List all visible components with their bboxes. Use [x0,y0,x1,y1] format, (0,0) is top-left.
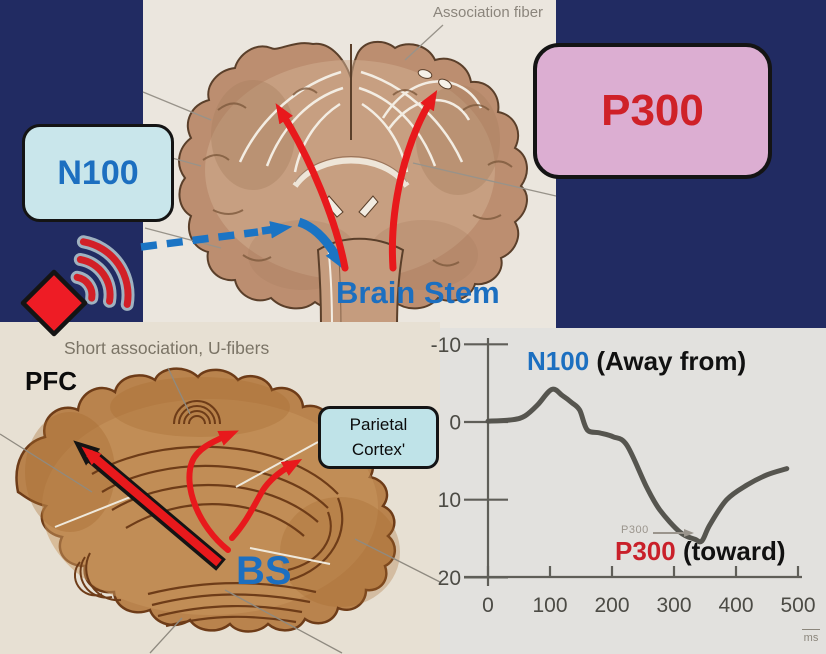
brain-stem-label: Brain Stem [336,275,500,310]
y-tick-label: 20 [438,567,461,590]
lateral-ventricle [358,195,379,218]
y-tick-label: 10 [438,489,461,512]
association-fiber-label: Association fiber [433,4,544,21]
u-fibers-label: Short association, U-fibers [64,338,270,358]
p300-callout-label: P300 [601,86,704,135]
x-tick-label: 500 [780,594,815,617]
erp-waveform-curve [485,386,790,545]
n100-callout-label: N100 [57,153,139,192]
parietal-line1: Parietal [349,414,408,434]
parietal-line2: Cortex' [351,439,406,459]
shading [416,85,500,195]
y-tick-label: -10 [431,334,461,357]
u-fiber-curl [173,400,221,425]
n100-curve-label-accent: N100 [527,346,590,376]
figure-pointer-lines [0,367,441,654]
p300-pointer-annotation: P300 [621,524,649,536]
x-tick-label: 300 [656,594,691,617]
chart-axes [464,338,802,586]
gyri-texture [202,87,513,267]
p300-curve-label-suffix: (toward) [682,536,786,566]
fiber-loop [438,78,452,90]
p300-curve-label: P300 (toward) [615,537,786,566]
p300-curve-label-accent: P300 [615,536,676,566]
y-tick-label: 0 [449,412,461,435]
fiber-loop [417,69,433,79]
n100-callout-box: N100 [22,124,174,222]
shading [211,80,295,190]
parietal-cortex-callout-box: Parietal Cortex' [318,406,439,469]
n100-curve-label: N100 (Away from) [527,347,746,376]
bs-label: BS [236,549,292,593]
shading [25,412,115,532]
x-tick-label: 200 [594,594,629,617]
time-unit-label: ms [802,629,820,644]
pfc-label: PFC [25,366,77,396]
x-tick-label: 400 [718,594,753,617]
p300-callout-box: P300 [533,43,772,179]
x-tick-label: 100 [532,594,567,617]
sound-burst-speaker-icon [20,235,135,337]
sound-wave-outline [70,235,135,311]
shading [280,497,400,607]
n100-curve-label-suffix: (Away from) [596,346,747,376]
x-tick-label: 0 [482,594,494,617]
sound-wave-icon [73,238,132,308]
